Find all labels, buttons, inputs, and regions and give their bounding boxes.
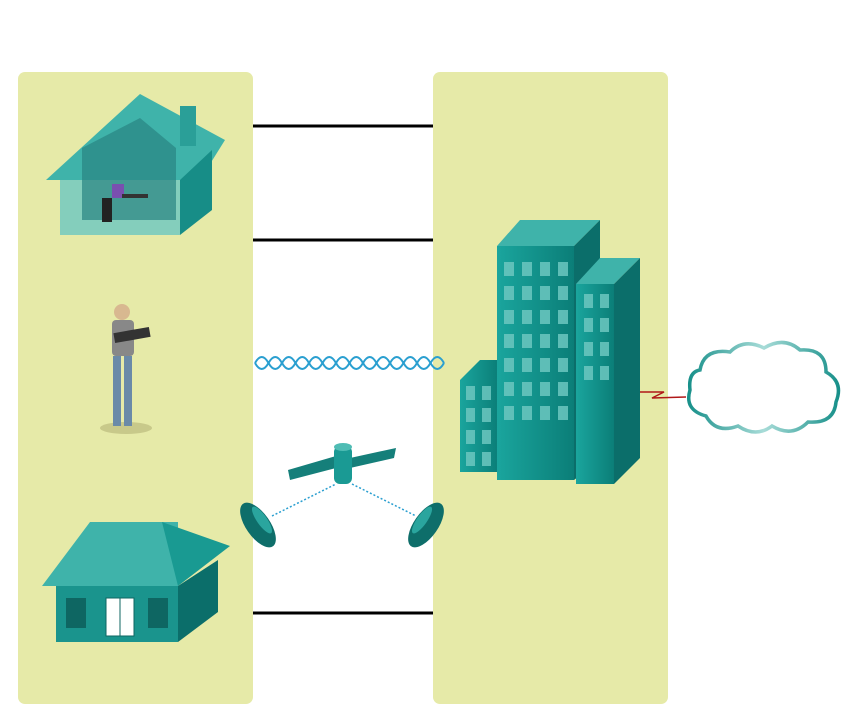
cloud-icon xyxy=(687,340,841,434)
satellite-uplink-right xyxy=(351,483,417,517)
person-laptop-icon xyxy=(100,304,152,434)
satellite-dish-icon xyxy=(408,502,444,548)
satellite-icon xyxy=(288,443,396,484)
house-office-icon xyxy=(46,94,225,235)
satellite-uplink-left xyxy=(271,483,337,517)
wireless-link xyxy=(254,356,445,370)
serial-link xyxy=(640,391,687,399)
house-icon xyxy=(42,522,230,642)
office-building-icon xyxy=(460,220,640,484)
satellite-dish-icon xyxy=(240,502,276,548)
